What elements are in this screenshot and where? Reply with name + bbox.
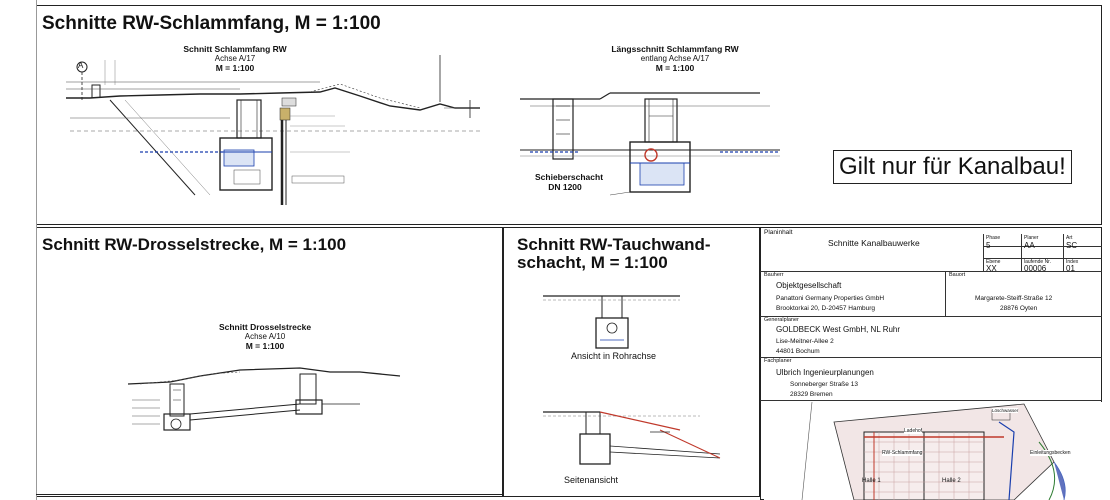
index-value: 01 [1066, 264, 1075, 273]
site-plan: Halle 1 Halle 2 RW-Schlammfang Ladehof E… [764, 402, 1102, 500]
tauchwand-view2-label: Seitenansicht [564, 475, 619, 485]
drossel-title: Schnitt RW-Drosselstrecke, M = 1:100 [42, 235, 347, 254]
drossel-subtitle: Schnitt Drosselstrecke Achse A/10 M = 1:… [190, 322, 340, 351]
fp-line2: Sonneberger Straße 13 [790, 381, 858, 388]
schlammfang-left-subtitle: Schnitt Schlammfang RW Achse A/17 M = 1:… [160, 44, 310, 73]
tauchwand-title-line1: Schnitt RW-Tauchwand- [517, 235, 711, 254]
drossel-sub-scale: M = 1:100 [245, 341, 285, 351]
gp-line3: 44801 Bochum [776, 348, 820, 355]
shaft-label: Schieberschacht DN 1200 [535, 172, 604, 192]
gp-name: GOLDBECK West GmbH, NL Ruhr [776, 325, 901, 334]
axis-marker-label: A [78, 61, 84, 70]
bauort-line1: Margarete-Steiff-Straße 12 [975, 295, 1053, 302]
tauchwand-view1-label: Ansicht in Rohrachse [571, 351, 657, 361]
plan-grid-row2 [983, 258, 1102, 259]
right-sub-title: Längsschnitt Schlammfang RW [611, 44, 739, 54]
art-label: Art [1066, 235, 1073, 241]
left-sub-scale: M = 1:100 [215, 63, 255, 73]
plan-name: Schnitte Kanalbauwerke [828, 238, 920, 248]
phase-value: 5 [986, 241, 991, 250]
bauort-line2: 28876 Oyten [1000, 305, 1038, 312]
bauherr-line2: Panattoni Germany Properties GmbH [776, 295, 885, 302]
left-sub-title: Schnitt Schlammfang RW [183, 44, 287, 54]
bauherr-name: Objektgesellschaft [776, 281, 842, 290]
gp-line2: Lise-Meitner-Allee 2 [776, 338, 834, 345]
bauort-label: Bauort [949, 272, 966, 278]
schlammfang-title: Schnitte RW-Schlammfang, M = 1:100 [42, 13, 381, 34]
right-sub-scale: M = 1:100 [655, 63, 695, 73]
ebene-value: XX [986, 264, 997, 273]
gp-label: Generalplaner [764, 317, 799, 323]
tb-divider-4 [760, 400, 1102, 401]
bauherr-label: Bauherr [764, 272, 784, 278]
index-label: Index [1066, 259, 1079, 265]
bauherr-line3: Brooktorkai 20, D-20457 Hamburg [776, 305, 875, 312]
site-label-halle1: Halle 1 [862, 478, 881, 484]
site-plan-drawing [801, 402, 1066, 500]
site-label-einleitung: Einleitungsbecken [1030, 450, 1071, 456]
ebene-label: Ebene [986, 259, 1001, 265]
bottom-edge-line [36, 494, 503, 495]
sheet-edge-line [0, 0, 37, 500]
tb-divider-2 [760, 316, 1102, 317]
right-sub-axis: entlang Achse A/17 [640, 54, 710, 63]
fp-name: Ulbrich Ingenieurplanungen [776, 368, 874, 377]
tauchwand-frame [503, 227, 760, 497]
drossel-sub-axis: Achse A/10 [244, 332, 286, 341]
fp-label: Fachplaner [764, 358, 792, 364]
schlammfang-right-subtitle: Längsschnitt Schlammfang RW entlang Achs… [600, 44, 750, 73]
kanalbau-note: Gilt nur für Kanalbau! [833, 150, 1072, 184]
phase-label: Phase [986, 235, 1001, 241]
shaft-name: Schieberschacht [535, 172, 604, 182]
art-value: SC [1066, 241, 1078, 250]
lfd-label: laufende Nr. [1024, 259, 1051, 265]
planer-label: Planer [1024, 235, 1039, 241]
fp-line3: 28329 Bremen [790, 391, 833, 398]
site-label-ladehof: Ladehof [904, 428, 923, 434]
tauchwand-title-line2: schacht, M = 1:100 [517, 253, 668, 272]
planer-value: AA [1024, 241, 1035, 250]
tb-bauort-divider [945, 271, 946, 316]
tb-divider-3 [760, 357, 1102, 358]
plan-grid-row1 [983, 246, 1102, 247]
lfd-value: 00006 [1024, 264, 1047, 273]
site-label-halle2: Halle 2 [942, 478, 961, 484]
tb-divider-1 [760, 271, 1102, 272]
drossel-sub-title: Schnitt Drosselstrecke [218, 322, 312, 332]
plan-grid-col3 [1063, 234, 1064, 271]
plan-header-label: Planinhalt [764, 229, 793, 236]
plan-grid [983, 234, 1103, 271]
site-label-schlammfang: RW-Schlammfang [882, 450, 923, 456]
site-label-loeschwasser: Löschwasser [992, 408, 1019, 413]
left-sub-axis: Achse A/17 [214, 54, 256, 63]
shaft-dn: DN 1200 [548, 182, 582, 192]
plan-grid-col2 [1021, 234, 1022, 271]
